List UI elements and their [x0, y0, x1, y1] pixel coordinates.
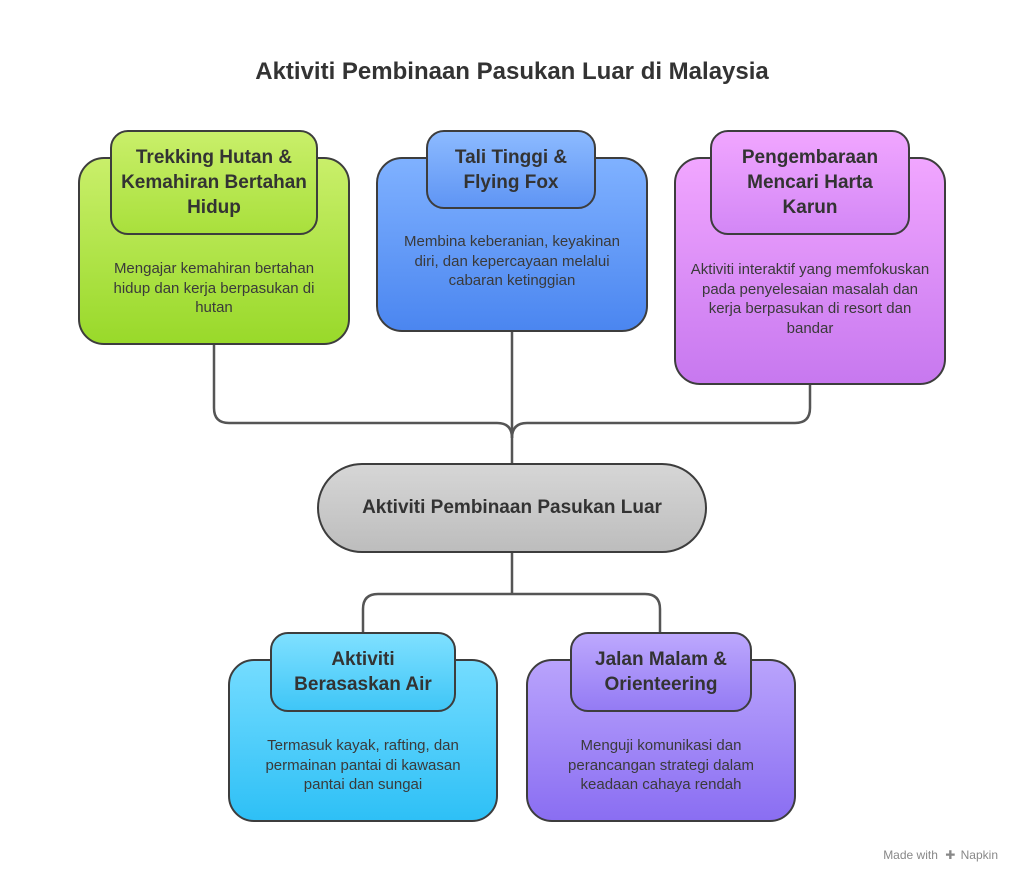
node-description: Membina keberanian, keyakinan diri, dan … — [404, 233, 620, 289]
node-description: Aktiviti interaktif yang memfokuskan pad… — [690, 261, 930, 337]
connector-bottom-right — [512, 592, 662, 632]
footer-credit[interactable]: Made with ✚ Napkin — [883, 848, 998, 862]
node-title-tali-tinggi: Tali Tinggi & Flying Fox — [426, 130, 596, 209]
node-title-harta-karun: Pengembaraan Mencari Harta Karun — [710, 130, 910, 235]
node-description: Menguji komunikasi dan perancangan strat… — [568, 737, 754, 793]
node-title-jalan-malam: Jalan Malam & Orienteering — [570, 632, 752, 712]
node-description: Termasuk kayak, rafting, dan permainan p… — [265, 737, 461, 793]
node-title-air: Aktiviti Berasaskan Air — [270, 632, 456, 712]
footer-brand: Napkin — [960, 848, 998, 862]
connector-bottom-left — [361, 592, 512, 632]
connector-left-branch — [212, 345, 514, 439]
center-node: Aktiviti Pembinaan Pasukan Luar — [317, 463, 707, 553]
node-title-trekking: Trekking Hutan & Kemahiran Bertahan Hidu… — [110, 130, 318, 235]
node-description: Mengajar kemahiran bertahan hidup dan ke… — [113, 260, 315, 316]
diagram-title: Aktiviti Pembinaan Pasukan Luar di Malay… — [255, 58, 769, 85]
connector-right-branch — [510, 385, 812, 439]
footer-prefix: Made with — [883, 848, 938, 862]
napkin-logo-icon: ✚ — [945, 848, 956, 862]
